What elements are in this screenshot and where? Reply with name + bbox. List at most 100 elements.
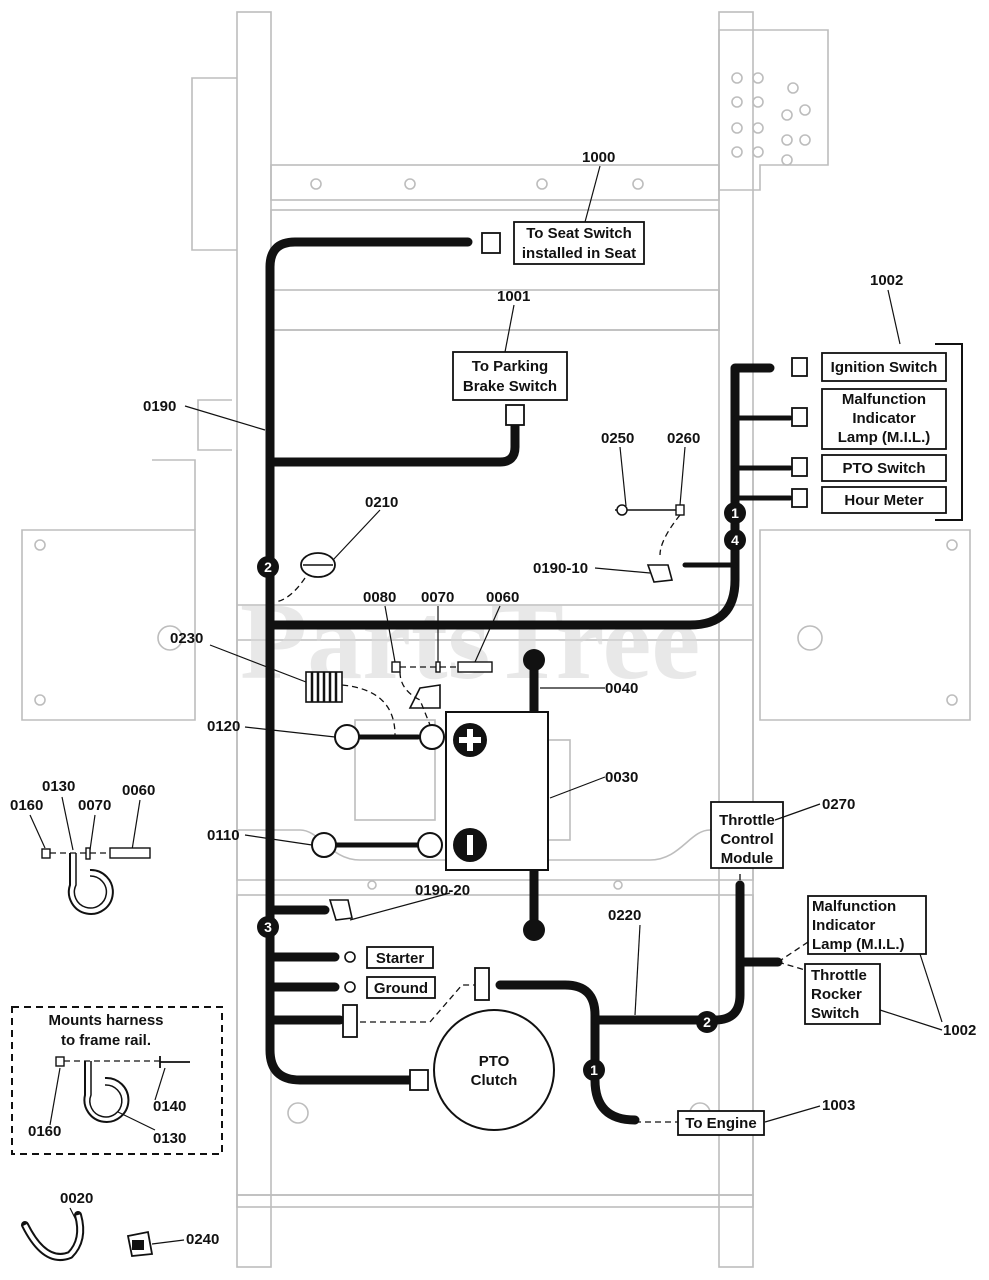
- mil-top-label-2: Indicator: [852, 410, 916, 427]
- negative-ring-terminal: [311, 832, 337, 858]
- svg-text:2: 2: [703, 1014, 711, 1030]
- part-0130-b: 0130: [153, 1130, 186, 1147]
- leader-lines: [184, 165, 943, 1123]
- ground-connector: [342, 1004, 358, 1038]
- callout-4: 4: [724, 529, 746, 551]
- starter-terminal: [344, 951, 356, 963]
- part-1000: 1000: [582, 149, 615, 166]
- svg-text:1: 1: [731, 505, 739, 521]
- seat-switch-label-1: To Seat Switch: [526, 225, 632, 242]
- parking-brake-label-2: Brake Switch: [463, 378, 557, 395]
- part-1002-bottom: 1002: [943, 1022, 976, 1039]
- bolt-0250: [616, 504, 628, 516]
- hour-meter-connector: [791, 488, 808, 508]
- mil-top-label-3: Lamp (M.I.L.): [838, 429, 931, 446]
- clip-0240: 0240: [126, 1230, 219, 1257]
- inset-title-2: to frame rail.: [61, 1032, 151, 1049]
- engine-connector: [474, 967, 490, 1001]
- callout-2-left: 2: [257, 556, 279, 578]
- part-0060: 0060: [486, 589, 519, 606]
- part-0220: 0220: [608, 907, 641, 924]
- part-0070: 0070: [421, 589, 454, 606]
- pto-switch-label: PTO Switch: [842, 460, 925, 477]
- dashed-links: [274, 514, 809, 1123]
- label-boxes: To Seat Switch installed in Seat To Park…: [366, 221, 963, 1136]
- negative-battery-terminal: [417, 832, 443, 858]
- positive-battery-terminal: [419, 724, 445, 750]
- mounting-inset: Mounts harness to frame rail. 0160 0140 …: [11, 1006, 223, 1155]
- part-0020: 0020: [60, 1190, 93, 1207]
- mil-bottom-label-1: Malfunction: [812, 898, 896, 915]
- nut-0080: [391, 661, 401, 673]
- ignition-connector: [791, 357, 808, 377]
- mil-top-label-1: Malfunction: [842, 391, 926, 408]
- callout-1-bottom: 1: [583, 1059, 605, 1081]
- throttle-rocker-box: [804, 963, 881, 1025]
- part-0130-a: 0130: [42, 778, 75, 795]
- svg-text:4: 4: [731, 532, 739, 548]
- part-0250: 0250: [601, 430, 634, 447]
- part-1003: 1003: [822, 1097, 855, 1114]
- part-0030: 0030: [605, 769, 638, 786]
- ground-label: Ground: [374, 980, 428, 997]
- part-number-labels: 1000 1001 1002 0190 0250 0260 0210 0190-…: [143, 149, 976, 1114]
- positive-ring-terminal: [334, 724, 360, 750]
- part-0060-a: 0060: [122, 782, 155, 799]
- part-0190: 0190: [143, 398, 176, 415]
- seat-switch-label-2: installed in Seat: [522, 245, 636, 262]
- throttle-rocker-label-1: Throttle: [811, 967, 867, 984]
- pto-switch-box: [821, 454, 947, 482]
- mil-connector: [791, 407, 808, 427]
- part-0210: 0210: [365, 494, 398, 511]
- to-engine-label: To Engine: [685, 1115, 756, 1132]
- mil-top-box: [821, 388, 947, 450]
- battery-0030: [445, 711, 549, 871]
- part-0110: 0110: [207, 827, 240, 844]
- hour-meter-box: [821, 486, 947, 514]
- starter-box: [366, 946, 434, 969]
- part-0040: 0040: [605, 680, 638, 697]
- washer-0070: [435, 661, 441, 673]
- part-0160-b: 0160: [28, 1123, 61, 1140]
- svg-text:1: 1: [590, 1062, 598, 1078]
- throttle-module-label-2: Control: [720, 831, 773, 848]
- part-0080: 0080: [363, 589, 396, 606]
- throttle-module-box: [710, 801, 784, 869]
- ignition-switch-box: [821, 352, 947, 382]
- part-0120: 0120: [207, 718, 240, 735]
- part-0140: 0140: [153, 1098, 186, 1115]
- part-0190-10: 0190-10: [533, 560, 588, 577]
- pto-clutch-label-2: Clutch: [471, 1072, 518, 1089]
- starter-label: Starter: [376, 950, 425, 967]
- parking-brake-label-1: To Parking: [472, 358, 548, 375]
- ground-terminal: [344, 981, 356, 993]
- part-0270: 0270: [822, 796, 855, 813]
- callouts: 1 4 2 3 2 1: [257, 502, 746, 1081]
- connectors: [300, 232, 808, 1091]
- pto-clutch-label-1: PTO: [479, 1053, 510, 1070]
- ignition-switch-label: Ignition Switch: [831, 359, 938, 376]
- bolt-0060: [457, 661, 493, 673]
- callout-3: 3: [257, 916, 279, 938]
- pto-switch-connector: [791, 457, 808, 477]
- throttle-module-label-1: Throttle: [719, 812, 775, 829]
- part-0230: 0230: [170, 630, 203, 647]
- part-0240: 0240: [186, 1231, 219, 1248]
- inset-title-1: Mounts harness: [48, 1012, 163, 1029]
- seat-switch-connector: [481, 232, 501, 254]
- mil-bottom-label-3: Lamp (M.I.L.): [812, 936, 905, 953]
- part-1001: 1001: [497, 288, 530, 305]
- pto-clutch: PTO Clutch: [433, 1009, 555, 1131]
- throttle-module-label-3: Module: [721, 850, 774, 867]
- callout-2-right: 2: [696, 1011, 718, 1033]
- clip-0190-10: [646, 564, 674, 583]
- main-harness: [265, 237, 793, 1125]
- svg-text:2: 2: [264, 559, 272, 575]
- svg-text:3: 3: [264, 919, 272, 935]
- to-engine-box: [677, 1110, 765, 1136]
- parking-brake-connector: [505, 404, 525, 426]
- throttle-rocker-label-2: Rocker: [811, 986, 862, 1003]
- pto-clutch-connector: [409, 1069, 429, 1091]
- throttle-rocker-label-3: Switch: [811, 1005, 859, 1022]
